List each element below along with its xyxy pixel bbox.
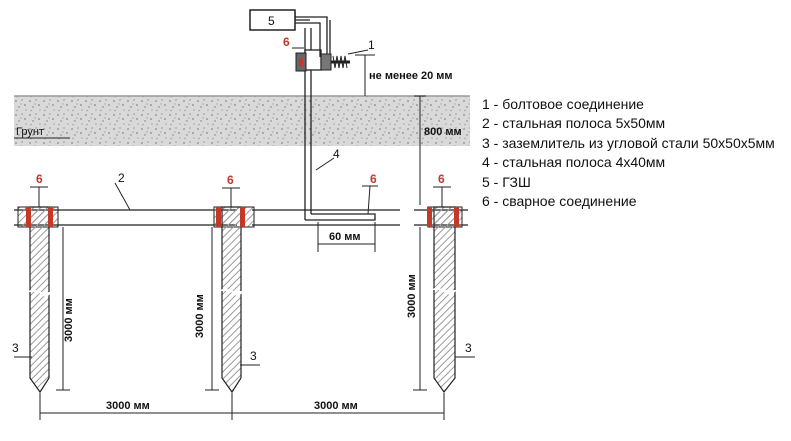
dim-3000-vertical: [56, 227, 427, 391]
legend-item: 6 - сварное соединение: [482, 192, 637, 209]
ref-6-label-rod-middle: 6: [227, 173, 234, 187]
ref-5-label: 5: [268, 14, 275, 28]
bolted-connection: [295, 52, 350, 72]
legend-item: 4 - стальная полоса 4х40мм: [482, 154, 666, 171]
ref-6-label-rod-right: 6: [438, 172, 445, 186]
rod-right: [427, 206, 463, 394]
dim-span-left-label: 3000 мм: [106, 400, 150, 412]
legend-item: 3 - заземлитель из угловой стали 50х50х5…: [482, 134, 775, 151]
ref-6-label-strip: 6: [370, 172, 377, 186]
legend-item: 1 - болтовое соединение: [482, 96, 644, 112]
ref-1-label: 1: [368, 38, 375, 52]
ref-3-label-left: 3: [12, 341, 19, 355]
rod-left: [17, 206, 59, 394]
ref-3-label-middle: 3: [250, 349, 257, 363]
dim-60mm-label: 60 мм: [329, 231, 361, 243]
legend-item: 2 - стальная полоса 5х50мм: [482, 115, 666, 132]
ref-1-leader: [347, 49, 369, 55]
ref-2-leader: [114, 182, 131, 211]
dim-rod-middle-label: 3000 мм: [194, 294, 206, 338]
dim-20mm-label: не менее 20 мм: [369, 70, 453, 82]
rod-middle: [213, 206, 255, 394]
legend-item: 5 - ГЗШ: [482, 173, 531, 190]
dim-rod-right-label: 3000 мм: [406, 274, 418, 318]
ref-3-label-right: 3: [465, 341, 472, 355]
dim-20mm: [355, 54, 375, 96]
ground-layer: [14, 96, 470, 146]
ref-2-label: 2: [118, 171, 125, 185]
legend: 1 - болтовое соединение 2 - стальная пол…: [482, 95, 775, 211]
dim-rod-left-label: 3000 мм: [63, 298, 75, 342]
dim-60mm: [317, 222, 376, 252]
ref-4-label: 4: [333, 147, 340, 161]
dim-3000-horizontal: [39, 393, 445, 420]
ref-6-label-top: 6: [283, 35, 290, 49]
dim-800mm: [414, 95, 426, 205]
main-ground-bus: [249, 9, 296, 31]
dim-800mm-label: 800 мм: [424, 126, 462, 138]
ref-4-leader: [315, 157, 335, 171]
ground-label: Грунт: [16, 126, 44, 138]
dim-span-right-label: 3000 мм: [314, 400, 358, 412]
ref-6-label-rod-left: 6: [36, 172, 43, 186]
bus-wire: [295, 16, 328, 57]
